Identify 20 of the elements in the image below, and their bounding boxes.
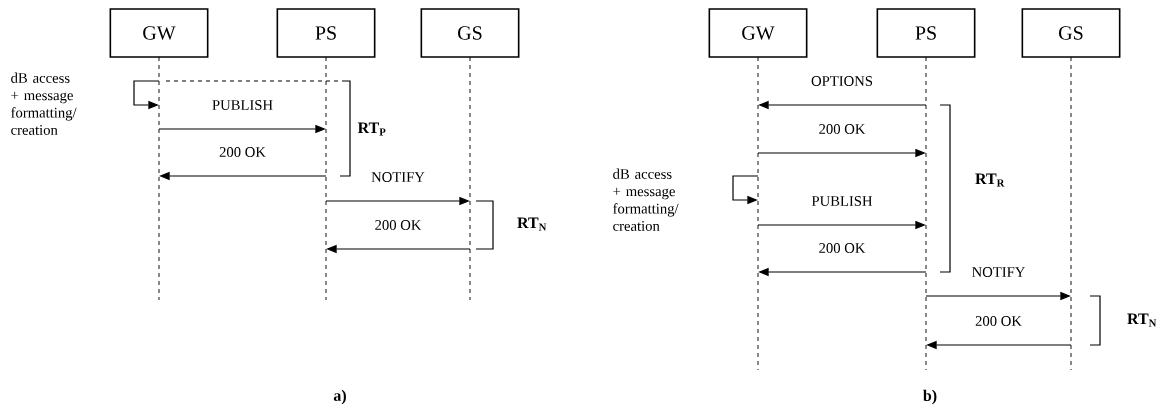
round-trip-label: RT$_{N}$ [517,217,547,231]
participant-box: GW [708,8,808,58]
message-label: NOTIFY [371,172,425,182]
message-label: 200 OK [819,243,866,253]
participant-box: GS [1021,8,1121,58]
panel-label: b) [923,389,937,405]
message-label: OPTIONS [811,76,873,86]
message-label: 200 OK [375,220,422,230]
message-label: PUBLISH [811,196,873,206]
message-label: 200 OK [819,124,866,134]
message-label: PUBLISH [212,100,273,110]
message-label: 200 OK [975,316,1022,326]
panel-label: a) [333,389,346,405]
participant-box: GW [109,8,209,58]
participant-box: PS [876,8,976,58]
participant-box: GS [420,8,520,58]
message-label: 200 OK [219,147,266,157]
message-label: NOTIFY [972,267,1025,277]
participant-box: PS [276,8,376,58]
round-trip-label: RT$_{P}$ [357,122,386,136]
